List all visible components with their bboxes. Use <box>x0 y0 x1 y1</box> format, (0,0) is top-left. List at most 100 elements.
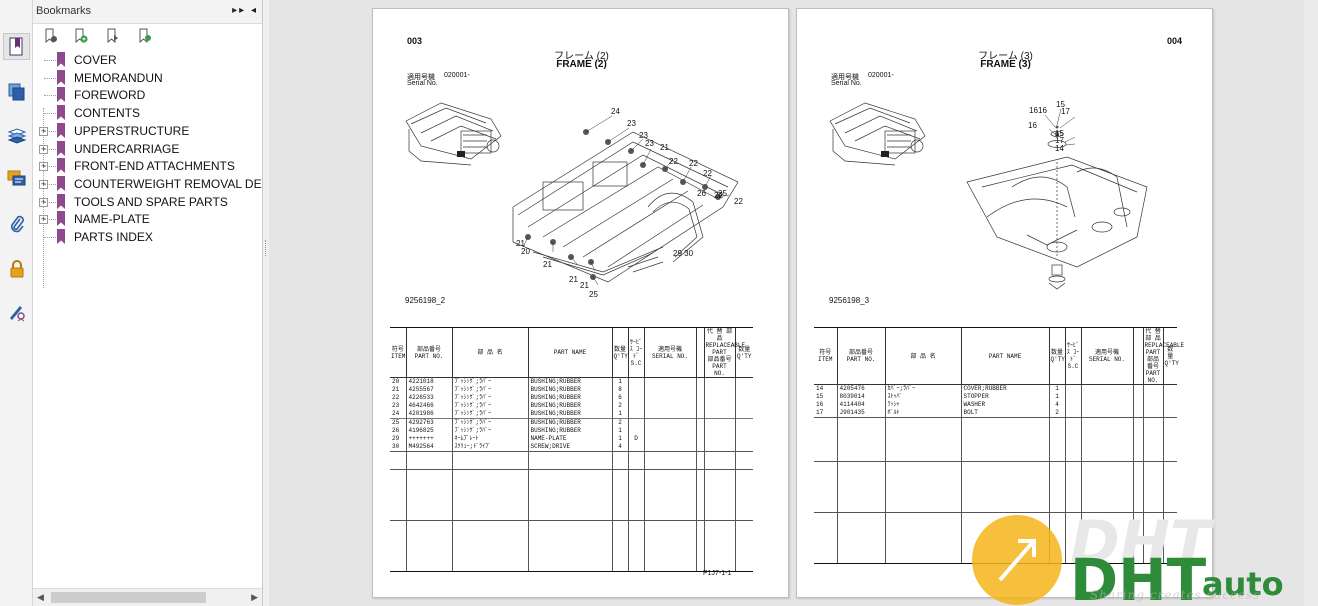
cell-empty <box>1162 409 1177 418</box>
table-empty-row <box>390 520 753 572</box>
bookmark-item[interactable]: MEMORANDUN <box>33 69 262 87</box>
cell-empty <box>703 386 735 394</box>
cell-empty <box>703 469 735 521</box>
cell-empty <box>695 443 704 452</box>
bookmark-label: NAME-PLATE <box>74 212 150 227</box>
cell-empty <box>703 443 735 452</box>
cell-empty <box>695 410 704 419</box>
bookmark-item[interactable]: CONTENTS <box>33 104 262 122</box>
scrollbar-thumb[interactable] <box>51 592 206 603</box>
bookmark-icon <box>56 158 66 174</box>
page-thumbnails-icon[interactable] <box>3 78 30 105</box>
callout-number: 22 <box>689 159 698 168</box>
col-name-jp: 部 品 名 <box>884 327 961 385</box>
serial-label-jp: 適用号機 <box>831 74 859 81</box>
callout-number: 21 <box>569 275 578 284</box>
tree-connector <box>44 219 56 221</box>
find-bookmark-icon[interactable] <box>137 28 153 44</box>
bookmark-item[interactable]: +UPPERSTRUCTURE <box>33 122 262 140</box>
cell-empty <box>1142 461 1163 513</box>
callout-number: 14 <box>1055 144 1064 153</box>
serial-value: 020001- <box>444 72 470 79</box>
bookmark-icon <box>56 122 66 138</box>
cell-empty <box>1142 512 1163 564</box>
callout-number: 15 <box>1056 100 1065 109</box>
cell-item: 24 <box>392 410 400 417</box>
cell-empty <box>405 520 452 572</box>
cell-qty: 1 <box>1048 393 1065 401</box>
document-vertical-scrollbar[interactable] <box>1304 0 1318 606</box>
bookmarks-tool-icon[interactable] <box>3 33 30 60</box>
cell-empty <box>1162 393 1177 401</box>
bookmark-item[interactable]: PARTS INDEX <box>33 228 262 246</box>
bookmark-item[interactable]: +NAME-PLATE <box>33 210 262 228</box>
cell-sc <box>1064 401 1081 409</box>
bookmark-item[interactable]: +COUNTERWEIGHT REMOVAL DEVI <box>33 175 262 193</box>
cell-empty <box>1132 461 1143 513</box>
cell-empty <box>960 417 1049 462</box>
bookmark-item[interactable]: COVER <box>33 51 262 69</box>
serial-label-jp: 適用号機 <box>407 74 435 81</box>
new-bookmark-icon[interactable] <box>73 28 89 44</box>
col-name-en: PART NAME <box>527 327 612 378</box>
callout-number: 23 <box>627 119 636 128</box>
cell-name-jp: ﾌﾞｯｼﾝｸﾞ;ﾗﾊﾞｰ <box>451 377 528 386</box>
cell-empty <box>734 418 753 427</box>
cell-name-jp: ｽｸﾘｭｰ;ﾄﾞﾗｲﾌﾞ <box>451 443 528 452</box>
callout-number: 16 <box>1029 106 1038 115</box>
cell-qty: 2 <box>1048 409 1065 418</box>
cell-sc <box>627 410 644 419</box>
bookmark-icon <box>56 140 66 156</box>
cell-part-no: 8039014 <box>836 393 885 401</box>
bookmark-item[interactable]: FOREWORD <box>33 86 262 104</box>
bookmark-label: COUNTERWEIGHT REMOVAL DEVI <box>74 176 262 191</box>
cell-name-en: NAME-PLATE <box>527 435 612 443</box>
comments-icon[interactable] <box>3 165 30 192</box>
splitter-grip[interactable] <box>265 240 267 256</box>
panel-collapse-controls[interactable]: ▸▸ ◂ <box>232 5 258 16</box>
cell-empty <box>643 377 696 386</box>
cell-empty <box>734 443 753 452</box>
callout-number: 20 <box>521 247 530 256</box>
cell-empty <box>734 427 753 435</box>
signatures-icon[interactable] <box>3 298 30 325</box>
cell-item: 20 <box>392 378 400 385</box>
document-view[interactable]: 003 フレーム (2) FRAME (2) 適用号機 Serial No. 0… <box>269 0 1318 606</box>
cell-empty <box>695 520 704 572</box>
expand-bookmark-icon[interactable] <box>105 28 121 44</box>
attachments-icon[interactable] <box>3 210 30 237</box>
layers-icon[interactable] <box>3 122 30 149</box>
security-lock-icon[interactable] <box>3 255 30 282</box>
cell-empty <box>1162 512 1177 564</box>
cell-empty <box>960 461 1049 513</box>
cell-empty <box>695 377 704 386</box>
cell-name-en: COVER;RUBBER <box>960 384 1049 393</box>
bookmark-item[interactable]: +UNDERCARRIAGE <box>33 140 262 158</box>
scroll-left-icon[interactable]: ◀ <box>37 592 44 602</box>
panel-horizontal-scrollbar[interactable]: ◀ ▶ <box>33 588 262 606</box>
bookmark-item[interactable]: +TOOLS AND SPARE PARTS <box>33 193 262 211</box>
cell-empty <box>611 451 628 470</box>
bookmark-label: PARTS INDEX <box>74 230 153 244</box>
page-number: 003 <box>407 36 423 46</box>
cell-empty <box>451 469 528 521</box>
bookmark-options-icon[interactable] <box>43 28 59 44</box>
table-empty-row <box>814 461 1177 513</box>
cell-empty <box>734 410 753 419</box>
tree-connector <box>44 237 56 238</box>
callout-number: 23 <box>639 131 648 140</box>
bookmark-item[interactable]: +FRONT-END ATTACHMENTS <box>33 157 262 175</box>
panel-splitter[interactable] <box>263 0 269 606</box>
callout-number: 22 <box>734 197 743 206</box>
cell-qty: 1 <box>611 410 628 419</box>
scroll-right-icon[interactable]: ▶ <box>251 592 258 602</box>
callout-number: 15 <box>1055 129 1064 138</box>
cell-empty <box>451 451 528 470</box>
callout-number: 24 <box>611 107 620 116</box>
